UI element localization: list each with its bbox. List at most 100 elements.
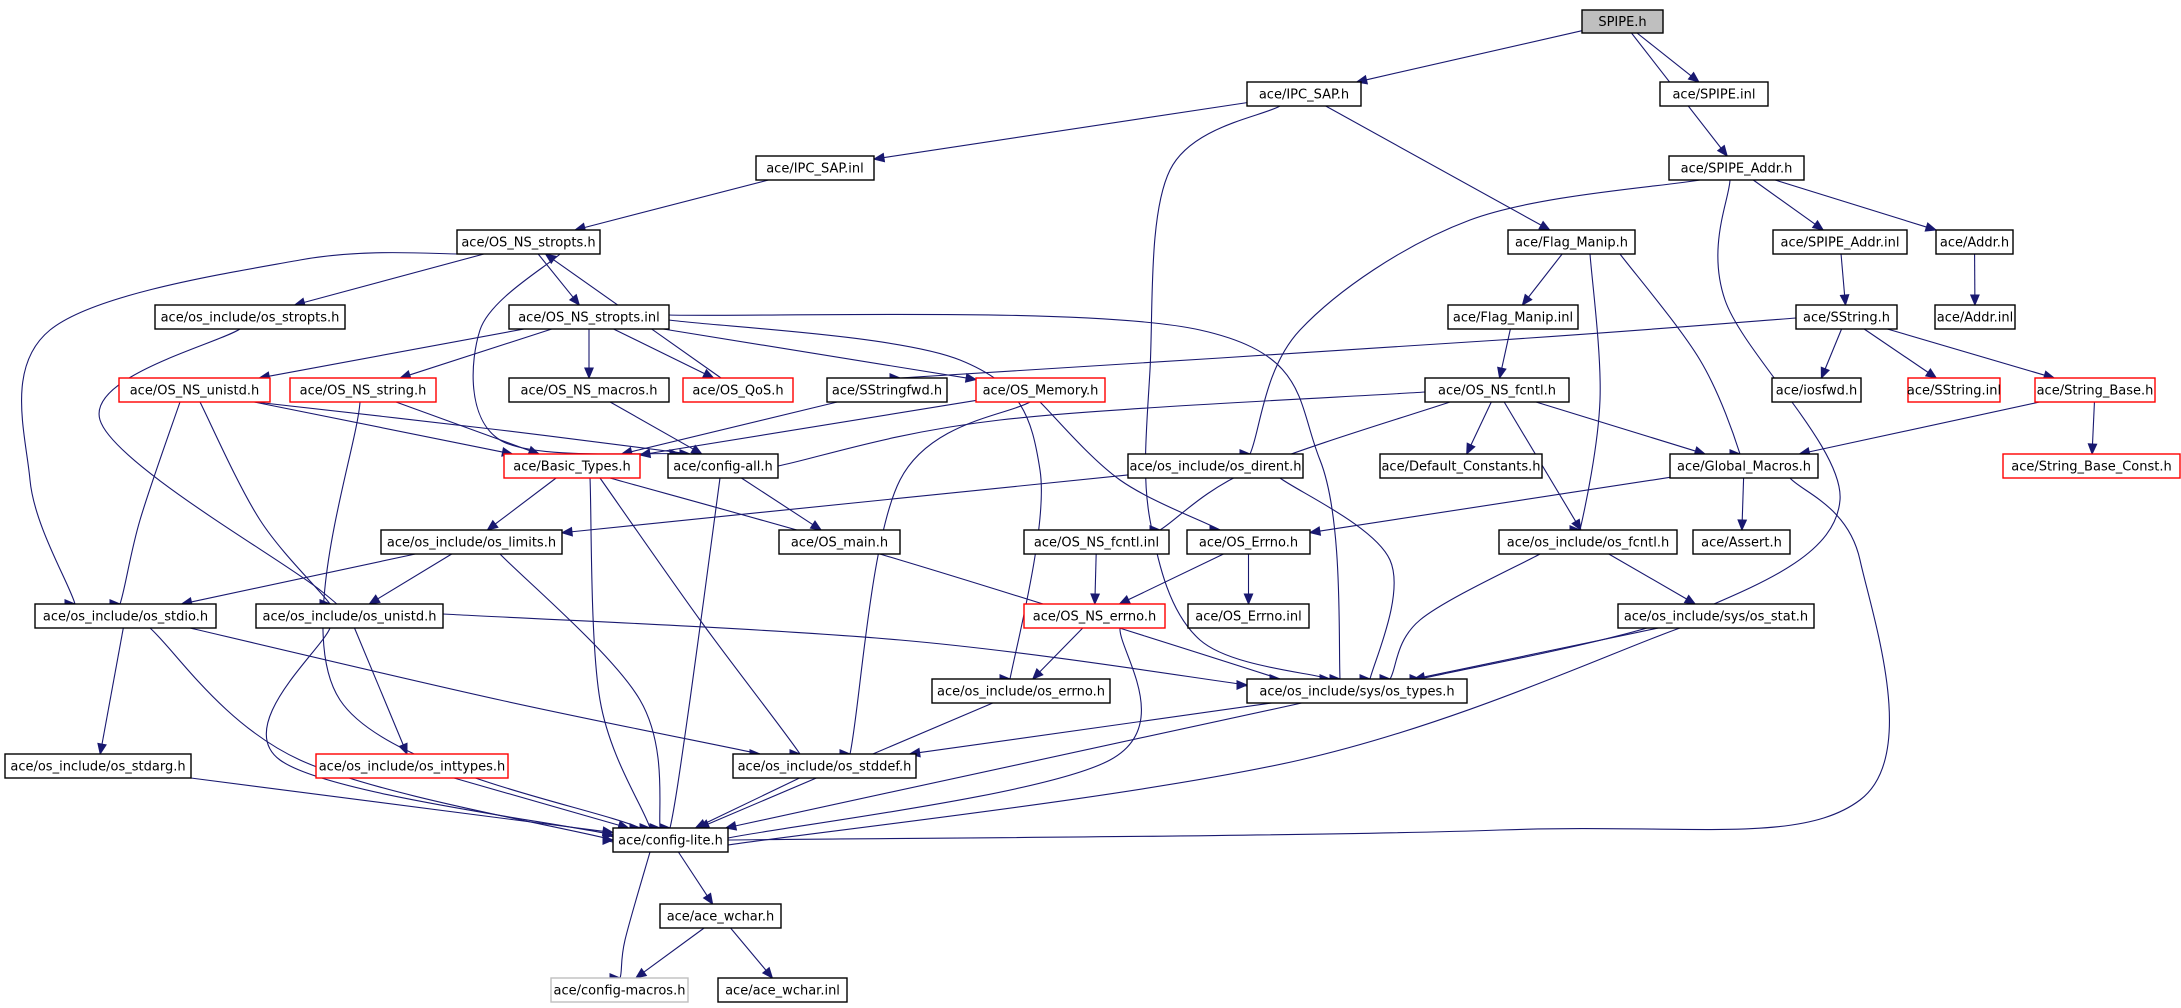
edge-ace-config-lite-h-to-ace-ace-wchar-h bbox=[677, 851, 714, 906]
node-ace-os-include-sys-os-types-h[interactable]: ace/os_include/sys/os_types.h bbox=[1246, 678, 1468, 704]
edge-ace-os-ns-unistd-h-to-ace-os-include-os-unistd-h bbox=[195, 392, 334, 611]
node-ace-os-include-os-stropts-h[interactable]: ace/os_include/os_stropts.h bbox=[154, 304, 346, 330]
arrowhead bbox=[1118, 595, 1132, 605]
node-ace-os-errno-h[interactable]: ace/OS_Errno.h bbox=[1186, 529, 1311, 555]
arrowhead bbox=[1839, 294, 1850, 307]
node-box bbox=[667, 453, 779, 479]
node-ace-sstring-inl[interactable]: ace/SString.inl bbox=[1907, 377, 2001, 403]
edge-ace-sstring-h-to-ace-iosfwd-h bbox=[1820, 328, 1843, 380]
node-label: ace/SPIPE_Addr.inl bbox=[1781, 236, 1900, 251]
edge-ace-spipe-addr-h-to-ace-addr-h bbox=[1774, 179, 1938, 232]
node-ace-sstring-h[interactable]: ace/SString.h bbox=[1795, 304, 1898, 330]
edge-ace-os-ns-fcntl-h-to-ace-default-constants-h bbox=[1466, 401, 1492, 456]
node-label: ace/Flag_Manip.h bbox=[1515, 236, 1628, 251]
node-ace-os-ns-stropts-h[interactable]: ace/OS_NS_stropts.h bbox=[456, 229, 601, 255]
node-ace-spipe-addr-h[interactable]: ace/SPIPE_Addr.h bbox=[1668, 155, 1805, 181]
node-ace-global-macros-h[interactable]: ace/Global_Macros.h bbox=[1669, 453, 1819, 479]
node-ace-assert-h[interactable]: ace/Assert.h bbox=[1692, 529, 1791, 555]
edge-ace-sstring-h-to-ace-string-base-h bbox=[1887, 328, 2056, 380]
node-ace-os-include-os-stddef-h[interactable]: ace/os_include/os_stddef.h bbox=[732, 753, 917, 779]
node-box bbox=[1692, 529, 1791, 555]
node-label: ace/config-macros.h bbox=[554, 984, 686, 999]
node-ace-sstringfwd-h[interactable]: ace/SStringfwd.h bbox=[826, 377, 948, 403]
node-ace-default-constants-h[interactable]: ace/Default_Constants.h bbox=[1379, 453, 1543, 479]
node-label: ace/SPIPE_Addr.h bbox=[1681, 162, 1793, 177]
node-label: ace/os_include/os_fcntl.h bbox=[1507, 536, 1669, 551]
node-box bbox=[1772, 229, 1908, 255]
node-ace-os-ns-fcntl-h[interactable]: ace/OS_NS_fcntl.h bbox=[1424, 377, 1570, 403]
node-label: ace/os_include/sys/os_stat.h bbox=[1624, 610, 1808, 625]
node-ace-os-include-os-fcntl-h[interactable]: ace/os_include/os_fcntl.h bbox=[1498, 529, 1678, 555]
node-ace-os-errno-inl[interactable]: ace/OS_Errno.inl bbox=[1187, 603, 1310, 629]
node-ace-config-all-h[interactable]: ace/config-all.h bbox=[667, 453, 779, 479]
node-ace-ace-wchar-inl[interactable]: ace/ace_wchar.inl bbox=[717, 977, 848, 1003]
edge-spipe-h-to-ace-ipc-sap-h bbox=[1355, 30, 1583, 85]
node-ace-os-memory-h[interactable]: ace/OS_Memory.h bbox=[975, 377, 1106, 403]
edge-ace-sstring-h-to-ace-sstring-inl bbox=[1863, 328, 1938, 379]
node-label: ace/SPIPE.inl bbox=[1672, 88, 1755, 103]
node-ace-os-main-h[interactable]: ace/OS_main.h bbox=[778, 529, 901, 555]
node-ace-string-base-h[interactable]: ace/String_Base.h bbox=[2034, 377, 2156, 403]
node-ace-os-include-os-dirent-h[interactable]: ace/os_include/os_dirent.h bbox=[1127, 453, 1304, 479]
node-ace-os-ns-string-h[interactable]: ace/OS_NS_string.h bbox=[289, 377, 437, 403]
arrowhead bbox=[638, 448, 652, 459]
node-label: ace/OS_NS_stropts.inl bbox=[518, 311, 660, 326]
node-ace-os-include-os-inttypes-h[interactable]: ace/os_include/os_inttypes.h bbox=[315, 753, 509, 779]
node-ace-os-include-os-stdarg-h[interactable]: ace/os_include/os_stdarg.h bbox=[4, 753, 192, 779]
arrowhead bbox=[1737, 519, 1748, 532]
node-ace-os-ns-fcntl-inl[interactable]: ace/OS_NS_fcntl.inl bbox=[1023, 529, 1170, 555]
node-ace-config-macros-h[interactable]: ace/config-macros.h bbox=[550, 977, 689, 1003]
node-box bbox=[1187, 603, 1310, 629]
node-ace-ace-wchar-h[interactable]: ace/ace_wchar.h bbox=[659, 903, 782, 929]
node-ace-os-include-os-limits-h[interactable]: ace/os_include/os_limits.h bbox=[380, 529, 563, 555]
node-ace-os-qos-h[interactable]: ace/OS_QoS.h bbox=[682, 377, 794, 403]
edge-ace-config-all-h-to-ace-os-main-h bbox=[741, 477, 823, 531]
node-box bbox=[931, 678, 1111, 704]
node-ace-os-ns-stropts-inl[interactable]: ace/OS_NS_stropts.inl bbox=[508, 304, 670, 330]
node-ace-config-lite-h[interactable]: ace/config-lite.h bbox=[612, 827, 729, 853]
node-ace-iosfwd-h[interactable]: ace/iosfwd.h bbox=[1771, 377, 1862, 403]
node-ace-addr-h[interactable]: ace/Addr.h bbox=[1935, 229, 2014, 255]
node-ace-os-ns-errno-h[interactable]: ace/OS_NS_errno.h bbox=[1023, 603, 1166, 629]
arrowhead bbox=[634, 967, 648, 979]
node-box bbox=[1669, 453, 1819, 479]
edge-ace-flag-manip-h-to-ace-os-include-os-fcntl-h bbox=[1569, 242, 1601, 541]
edge-ace-os-include-os-unistd-h-to-ace-config-lite-h bbox=[265, 617, 636, 842]
edge-ace-os-include-os-dirent-h-to-ace-os-include-sys-os-types-h bbox=[1271, 471, 1395, 689]
node-label: ace/SStringfwd.h bbox=[832, 384, 942, 399]
node-box bbox=[659, 903, 782, 929]
node-ace-os-ns-macros-h[interactable]: ace/OS_NS_macros.h bbox=[508, 377, 670, 403]
node-ace-string-base-const-h[interactable]: ace/String_Base_Const.h bbox=[2002, 453, 2181, 479]
node-label: ace/Global_Macros.h bbox=[1677, 460, 1811, 475]
edge-ace-os-include-os-dirent-h-to-ace-os-include-os-limits-h bbox=[560, 474, 1129, 537]
edge-ace-basic-types-h-to-ace-os-include-os-stddef-h bbox=[592, 467, 806, 765]
node-ace-os-include-os-stdio-h[interactable]: ace/os_include/os_stdio.h bbox=[34, 603, 217, 629]
node-label: ace/Flag_Manip.inl bbox=[1453, 311, 1573, 326]
edge-ace-global-macros-h-to-ace-os-errno-h bbox=[1308, 476, 1671, 536]
node-box bbox=[682, 377, 794, 403]
node-ace-basic-types-h[interactable]: ace/Basic_Types.h bbox=[503, 453, 641, 479]
node-box bbox=[2034, 377, 2156, 403]
node-ace-os-include-sys-os-stat-h[interactable]: ace/os_include/sys/os_stat.h bbox=[1617, 603, 1815, 629]
arrowhead bbox=[2087, 443, 2098, 456]
node-ace-os-include-os-errno-h[interactable]: ace/os_include/os_errno.h bbox=[931, 678, 1111, 704]
node-ace-ipc-sap-h[interactable]: ace/IPC_SAP.h bbox=[1246, 81, 1362, 107]
node-label: ace/os_include/os_limits.h bbox=[387, 536, 556, 551]
node-label: ace/IPC_SAP.inl bbox=[766, 162, 864, 177]
node-label: ace/os_include/os_stdarg.h bbox=[10, 760, 185, 775]
node-ace-spipe-inl[interactable]: ace/SPIPE.inl bbox=[1659, 81, 1769, 107]
node-ace-os-include-os-unistd-h[interactable]: ace/os_include/os_unistd.h bbox=[255, 603, 444, 629]
arrowhead bbox=[1308, 526, 1322, 536]
node-ace-ipc-sap-inl[interactable]: ace/IPC_SAP.inl bbox=[755, 155, 875, 181]
node-ace-addr-inl[interactable]: ace/Addr.inl bbox=[1934, 304, 2016, 330]
node-ace-flag-manip-h[interactable]: ace/Flag_Manip.h bbox=[1507, 229, 1636, 255]
edge-ace-os-include-os-limits-h-to-ace-config-lite-h bbox=[489, 542, 662, 838]
node-ace-flag-manip-inl[interactable]: ace/Flag_Manip.inl bbox=[1447, 304, 1579, 330]
node-ace-spipe-addr-inl[interactable]: ace/SPIPE_Addr.inl bbox=[1772, 229, 1908, 255]
arrowhead bbox=[1521, 293, 1533, 307]
edge-ace-addr-h-to-ace-addr-inl bbox=[1969, 253, 1980, 307]
node-ace-os-ns-unistd-h[interactable]: ace/OS_NS_unistd.h bbox=[118, 377, 271, 403]
node-box bbox=[2002, 453, 2181, 479]
node-box bbox=[1246, 81, 1362, 107]
